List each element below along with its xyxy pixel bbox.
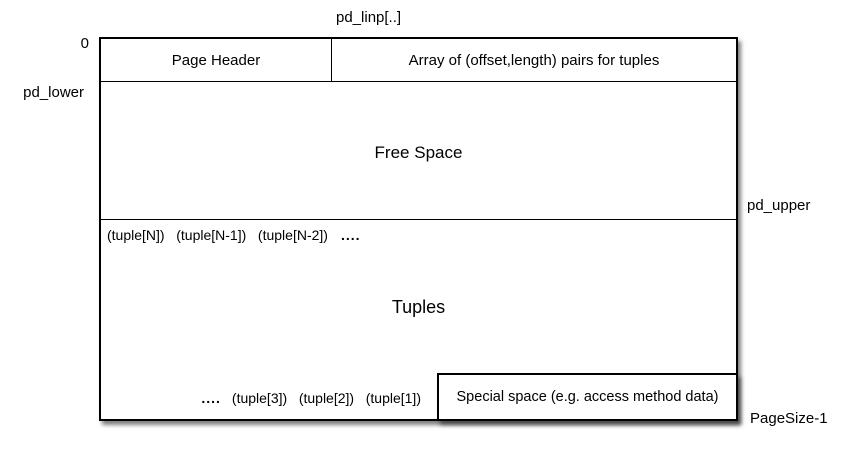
special-space-box: Special space (e.g. access method data) xyxy=(437,373,738,421)
tuple-row-bottom: .... (tuple[3]) (tuple[2]) (tuple[1]) xyxy=(101,390,421,407)
pd-linp-label: pd_linp[..] xyxy=(336,9,402,26)
pd-lower-label: pd_lower xyxy=(23,84,84,101)
tuple-top-items: (tuple[N]) (tuple[N-1]) (tuple[N-2]) xyxy=(107,227,328,243)
header-row: Page Header Array of (offset,length) pai… xyxy=(101,39,736,82)
offset-zero-label: 0 xyxy=(80,35,89,52)
tuples-label: Tuples xyxy=(391,297,446,317)
free-space-label: Free Space xyxy=(374,143,463,162)
item-pointer-array-cell: Array of (offset,length) pairs for tuple… xyxy=(408,51,660,69)
ellipsis-dots: .... xyxy=(201,390,221,406)
tuple-row-top: (tuple[N]) (tuple[N-1]) (tuple[N-2]).... xyxy=(107,227,361,244)
pd-upper-label: pd_upper xyxy=(747,197,811,214)
page-header-cell: Page Header xyxy=(101,39,332,81)
tuple-bottom-items: (tuple[3]) (tuple[2]) (tuple[1]) xyxy=(231,390,421,406)
pagesize-label: PageSize-1 xyxy=(750,410,828,427)
pd-upper-divider-line xyxy=(101,219,736,220)
page-box: Page Header Array of (offset,length) pai… xyxy=(99,37,738,421)
ellipsis-dots: .... xyxy=(340,227,361,243)
